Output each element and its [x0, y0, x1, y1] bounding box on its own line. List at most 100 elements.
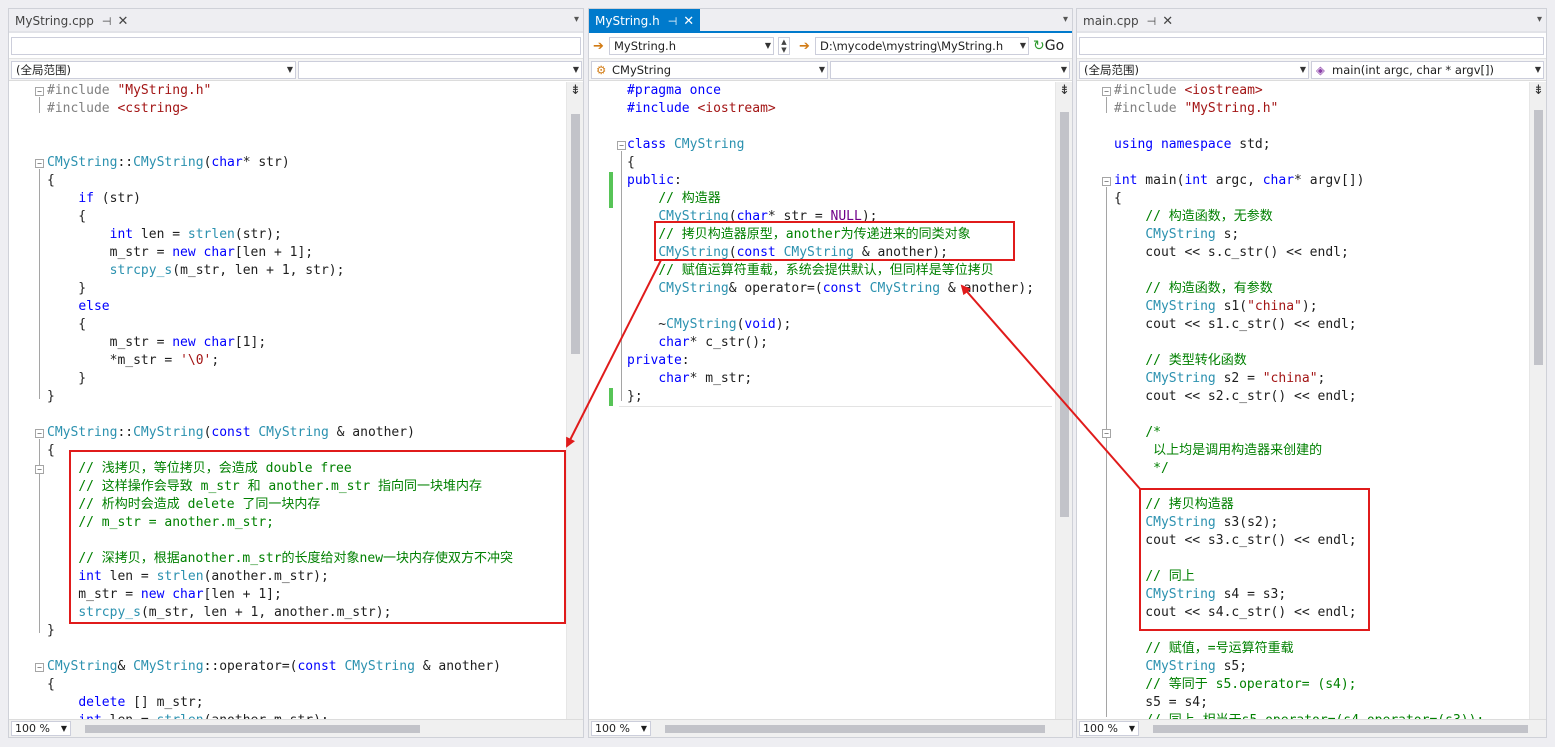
pin-icon[interactable]: ⊣	[1146, 14, 1157, 28]
code-editor[interactable]: #include "MyString.h"#include <cstring>C…	[9, 82, 583, 719]
code-token: {	[47, 677, 55, 692]
scroll-thumb[interactable]	[1060, 112, 1069, 517]
code-line: #include "MyString.h"	[47, 82, 565, 100]
code-line: CMyString s2 = "china";	[1114, 370, 1528, 388]
code-token: int	[78, 713, 101, 719]
nav-file-combo[interactable]: MyString.h ▼	[609, 37, 774, 55]
code-token: ;	[211, 353, 220, 368]
close-icon[interactable]: ✕	[683, 13, 695, 29]
fold-toggle-icon[interactable]: −	[35, 465, 44, 474]
code-token: * m_str;	[689, 371, 753, 386]
scroll-thumb[interactable]	[571, 114, 580, 354]
splitter-icon[interactable]: ⇟	[570, 83, 581, 98]
code-token: & another)	[328, 425, 415, 440]
code-token: cout << s2.c_str() << endl;	[1114, 389, 1357, 404]
scope-combo[interactable]: (全局范围) ▼	[1079, 61, 1309, 79]
code-token: // 赋值运算符重载，系统会提供默认，但同样是等位拷贝	[658, 263, 994, 278]
code-token: strlen	[157, 713, 204, 719]
code-token: len =	[102, 713, 157, 719]
member-combo[interactable]: ▼	[298, 61, 582, 79]
code-token	[666, 137, 674, 152]
arrow-right-icon: ➔	[593, 39, 604, 54]
code-line	[1114, 262, 1528, 280]
code-line: char* c_str();	[627, 334, 1054, 352]
code-line: CMyString& CMyString::operator=(const CM…	[47, 658, 565, 676]
splitter-icon[interactable]: ⇟	[1059, 83, 1070, 98]
code-token	[47, 695, 78, 710]
zoom-combo[interactable]: 100 % ▼	[11, 721, 71, 736]
code-line: // 赋值，=号运算符重载	[1114, 640, 1528, 658]
tab-strip: MyString.h ⊣ ✕ ▾	[589, 9, 1072, 33]
vertical-scrollbar[interactable]: ⇟	[566, 82, 583, 719]
horizontal-scroll-thumb[interactable]	[665, 725, 1045, 733]
pin-icon[interactable]: ⊣	[667, 14, 678, 28]
code-token: (another.m_str);	[203, 569, 329, 584]
code-token: ::operator=(	[203, 659, 298, 674]
go-button[interactable]: ↻Go	[1033, 38, 1064, 54]
tab-dropdown-icon[interactable]: ▾	[1536, 14, 1542, 25]
code-token: 以上均是调用构造器来创建的	[1153, 443, 1323, 458]
zoom-combo[interactable]: 100 % ▼	[1079, 721, 1139, 736]
code-token: int	[1184, 173, 1208, 188]
nav-combo[interactable]	[11, 37, 581, 55]
code-token: NULL	[830, 209, 862, 224]
class-combo[interactable]: ⚙ CMyString ▼	[591, 61, 828, 79]
scroll-thumb[interactable]	[1534, 110, 1543, 365]
fold-toggle-icon[interactable]: −	[35, 87, 44, 96]
code-editor[interactable]: #pragma once#include <iostream>class CMy…	[589, 82, 1072, 719]
vertical-scrollbar[interactable]: ⇟	[1529, 82, 1546, 719]
fold-toggle-icon[interactable]: −	[1102, 429, 1111, 438]
code-token: ::	[117, 425, 134, 440]
vertical-scrollbar[interactable]: ⇟	[1055, 82, 1072, 719]
code-token: (	[728, 245, 737, 260]
code-token	[682, 83, 690, 98]
fold-toggle-icon[interactable]: −	[1102, 87, 1111, 96]
fold-toggle-icon[interactable]: −	[35, 663, 44, 672]
chevron-down-icon: ▼	[286, 65, 293, 74]
close-icon[interactable]: ✕	[117, 13, 129, 29]
chevron-down-icon: ▼	[818, 65, 825, 74]
close-icon[interactable]: ✕	[1162, 13, 1174, 29]
horizontal-scroll-thumb[interactable]	[85, 725, 420, 733]
tab-label: main.cpp	[1083, 14, 1139, 28]
fold-toggle-icon[interactable]: −	[35, 159, 44, 168]
code-token: m_str =	[47, 335, 173, 350]
code-token: CMyString	[1145, 659, 1216, 674]
code-token	[47, 569, 78, 584]
horizontal-scroll-thumb[interactable]	[1153, 725, 1528, 733]
code-token: #include	[627, 101, 690, 116]
function-combo[interactable]: ◈ main(int argc, char * argv[]) ▼	[1311, 61, 1544, 79]
splitter-icon[interactable]: ⇟	[1533, 83, 1544, 98]
fold-toggle-icon[interactable]: −	[35, 429, 44, 438]
code-token: {	[47, 317, 87, 332]
fold-toggle-icon[interactable]: −	[617, 141, 626, 150]
scope-combo[interactable]: (全局范围) ▼	[11, 61, 296, 79]
nav-combo[interactable]	[1079, 37, 1544, 55]
code-token: once	[689, 83, 721, 98]
spin-button[interactable]: ▲▼	[778, 37, 790, 55]
code-token: s5;	[1215, 659, 1248, 674]
code-token: int	[78, 569, 102, 584]
code-token: {	[47, 209, 87, 224]
code-token: */	[1153, 461, 1169, 476]
tab-mystring-h[interactable]: MyString.h ⊣ ✕	[589, 9, 701, 33]
code-line: CMyString(const CMyString & another);	[627, 244, 1054, 262]
code-editor[interactable]: #include <iostream>#include "MyString.h"…	[1077, 82, 1546, 719]
code-token: new	[172, 335, 196, 350]
tab-dropdown-icon[interactable]: ▾	[1062, 14, 1068, 25]
navigation-bar	[9, 35, 583, 59]
code-line: strcpy_s(m_str, len + 1, str);	[47, 262, 565, 280]
pin-icon[interactable]: ⊣	[101, 14, 112, 28]
code-token: char	[172, 587, 204, 602]
code-token: else	[78, 299, 110, 314]
code-token	[47, 605, 78, 620]
tab-mystring-cpp[interactable]: MyString.cpp ⊣ ✕	[9, 9, 134, 33]
fold-toggle-icon[interactable]: −	[1102, 177, 1111, 186]
zoom-combo[interactable]: 100 % ▼	[591, 721, 651, 736]
tab-main-cpp[interactable]: main.cpp ⊣ ✕	[1077, 9, 1179, 33]
member-combo[interactable]: ▼	[830, 61, 1070, 79]
tab-dropdown-icon[interactable]: ▾	[573, 14, 579, 25]
navigation-bar	[1077, 35, 1546, 59]
nav-path-combo[interactable]: D:\mycode\mystring\MyString.h ▼	[815, 37, 1029, 55]
code-token: CMyString	[1145, 227, 1216, 242]
